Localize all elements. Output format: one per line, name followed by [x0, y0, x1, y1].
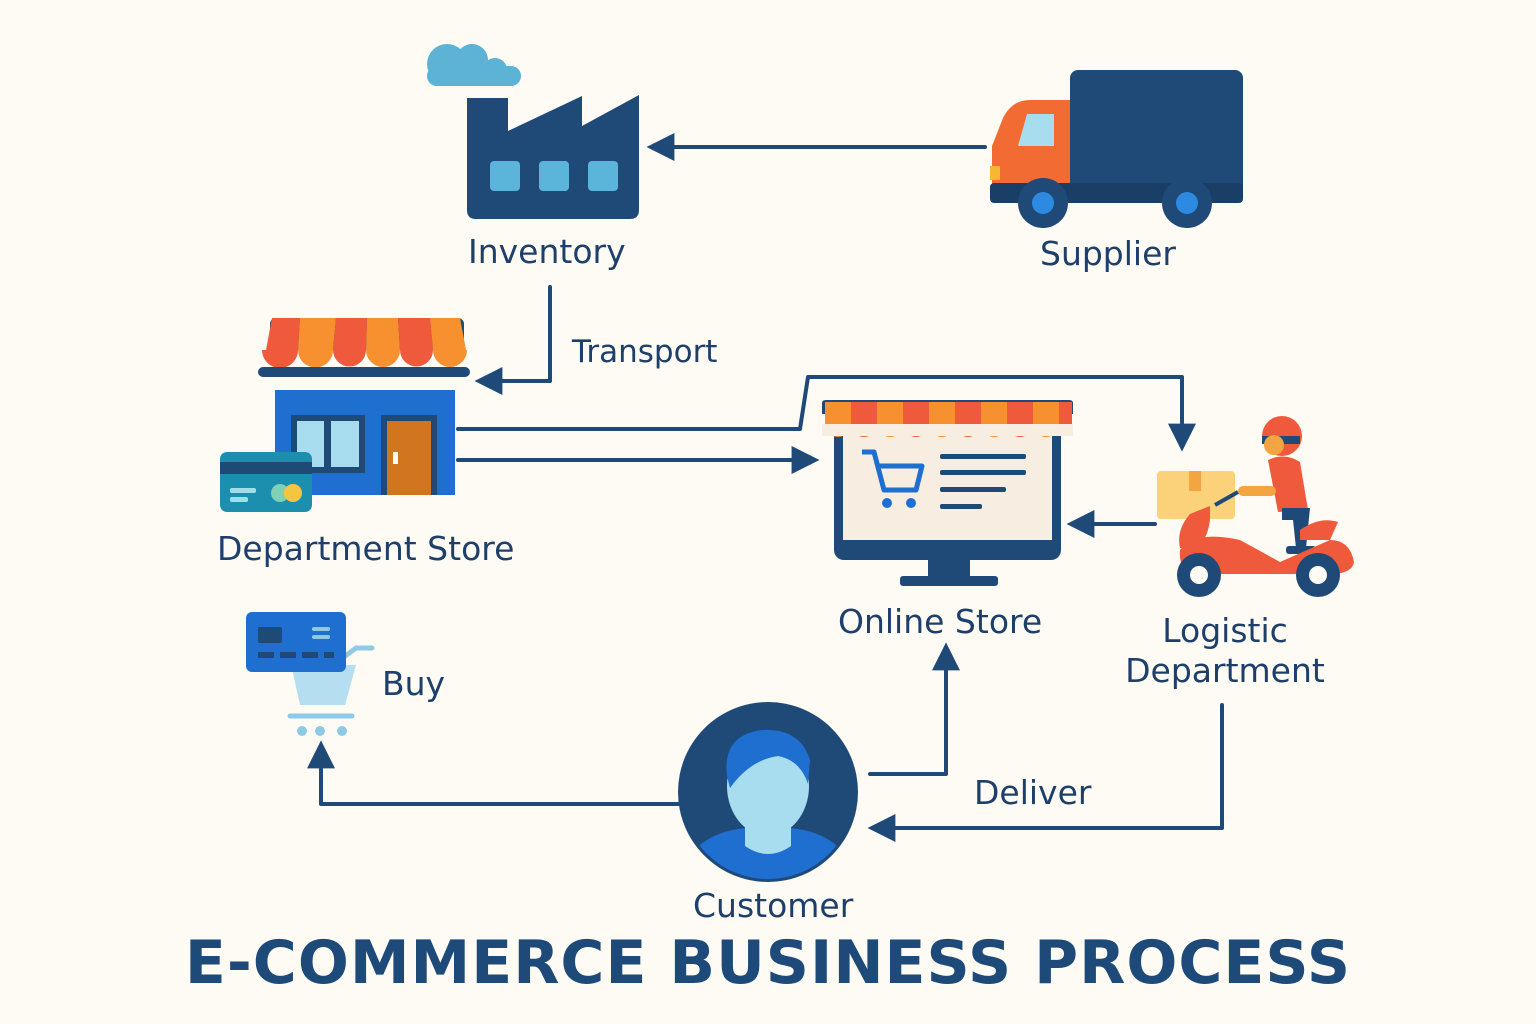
logistic-department-label-line1: Logistic	[1162, 611, 1288, 650]
arrow-department-store-to-logistic	[456, 375, 1196, 452]
department-store-icon	[258, 318, 470, 495]
payment-card-icon	[246, 612, 346, 672]
logistic-department-label: Logistic Department	[1120, 611, 1330, 690]
connectors	[307, 133, 1224, 842]
customer-label: Customer	[693, 886, 854, 925]
supplier-label: Supplier	[1040, 234, 1176, 273]
truck-icon	[990, 70, 1243, 228]
cloud-icon	[427, 44, 521, 86]
customer-avatar-icon	[678, 702, 858, 882]
delivery-scooter-icon	[1157, 416, 1354, 597]
diagram-title: E-COMMERCE BUSINESS PROCESS	[184, 928, 1352, 998]
factory-icon	[467, 95, 639, 219]
shopping-cart-icon	[287, 645, 375, 736]
online-store-icon	[822, 400, 1073, 586]
transport-edge-label: Transport	[572, 334, 718, 370]
buy-edge-label: Buy	[382, 664, 446, 703]
deliver-edge-label: Deliver	[974, 773, 1092, 812]
online-store-label: Online Store	[838, 602, 1043, 641]
arrow-logistic-deliver-to-customer	[867, 703, 1224, 842]
inventory-label: Inventory	[468, 232, 626, 271]
department-store-label: Department Store	[217, 529, 515, 568]
credit-card-icon	[220, 452, 312, 512]
logistic-department-label-line2: Department	[1125, 650, 1325, 690]
arrow-customer-to-buy	[307, 740, 682, 806]
arrow-customer-to-online-store	[868, 642, 960, 776]
arrow-inventory-to-department-store	[474, 285, 552, 395]
